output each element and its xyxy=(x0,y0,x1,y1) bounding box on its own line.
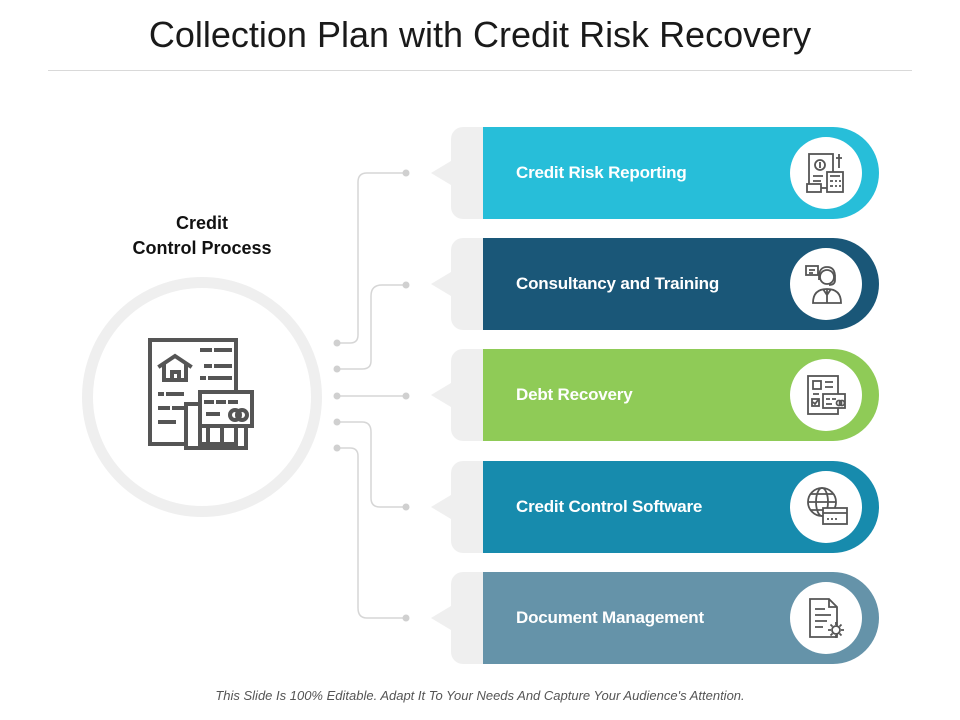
icon-badge xyxy=(790,471,862,543)
item-bar-credit-risk-reporting: Credit Risk Reporting xyxy=(483,127,879,219)
item-label: Credit Risk Reporting xyxy=(516,163,687,182)
footer-note: This Slide Is 100% Editable. Adapt It To… xyxy=(215,688,745,703)
item-tab xyxy=(431,238,487,330)
process-label-line2: Control Process xyxy=(132,238,272,258)
consultant-headset-icon xyxy=(805,265,842,304)
item-label: Document Management xyxy=(516,608,704,627)
icon-badge xyxy=(790,248,862,320)
financial-report-icon xyxy=(806,153,844,193)
document-gear-icon xyxy=(809,598,844,638)
process-label: Credit Control Process xyxy=(96,211,308,261)
credit-control-icon xyxy=(148,338,254,450)
title-divider xyxy=(48,70,912,71)
item-bar-consultancy-and-training: Consultancy and Training xyxy=(483,238,879,330)
item-tab xyxy=(431,572,487,664)
item-tab xyxy=(431,349,487,441)
item-bar-debt-recovery: Debt Recovery xyxy=(483,349,879,441)
item-label: Credit Control Software xyxy=(516,497,703,516)
icon-badge xyxy=(790,137,862,209)
item-tab xyxy=(431,127,487,219)
item-bar-credit-control-software: Credit Control Software xyxy=(483,461,879,553)
item-label: Consultancy and Training xyxy=(516,274,720,293)
item-bar-document-management: Document Management xyxy=(483,572,879,664)
item-label: Debt Recovery xyxy=(516,385,633,404)
process-label-line1: Credit xyxy=(175,213,228,233)
icon-badge xyxy=(790,582,862,654)
slide-title: Collection Plan with Credit Risk Recover… xyxy=(148,14,812,55)
icon-badge xyxy=(790,359,862,431)
globe-credit-card-icon xyxy=(807,487,848,525)
item-tab xyxy=(431,461,487,553)
debt-document-icon xyxy=(807,375,846,415)
